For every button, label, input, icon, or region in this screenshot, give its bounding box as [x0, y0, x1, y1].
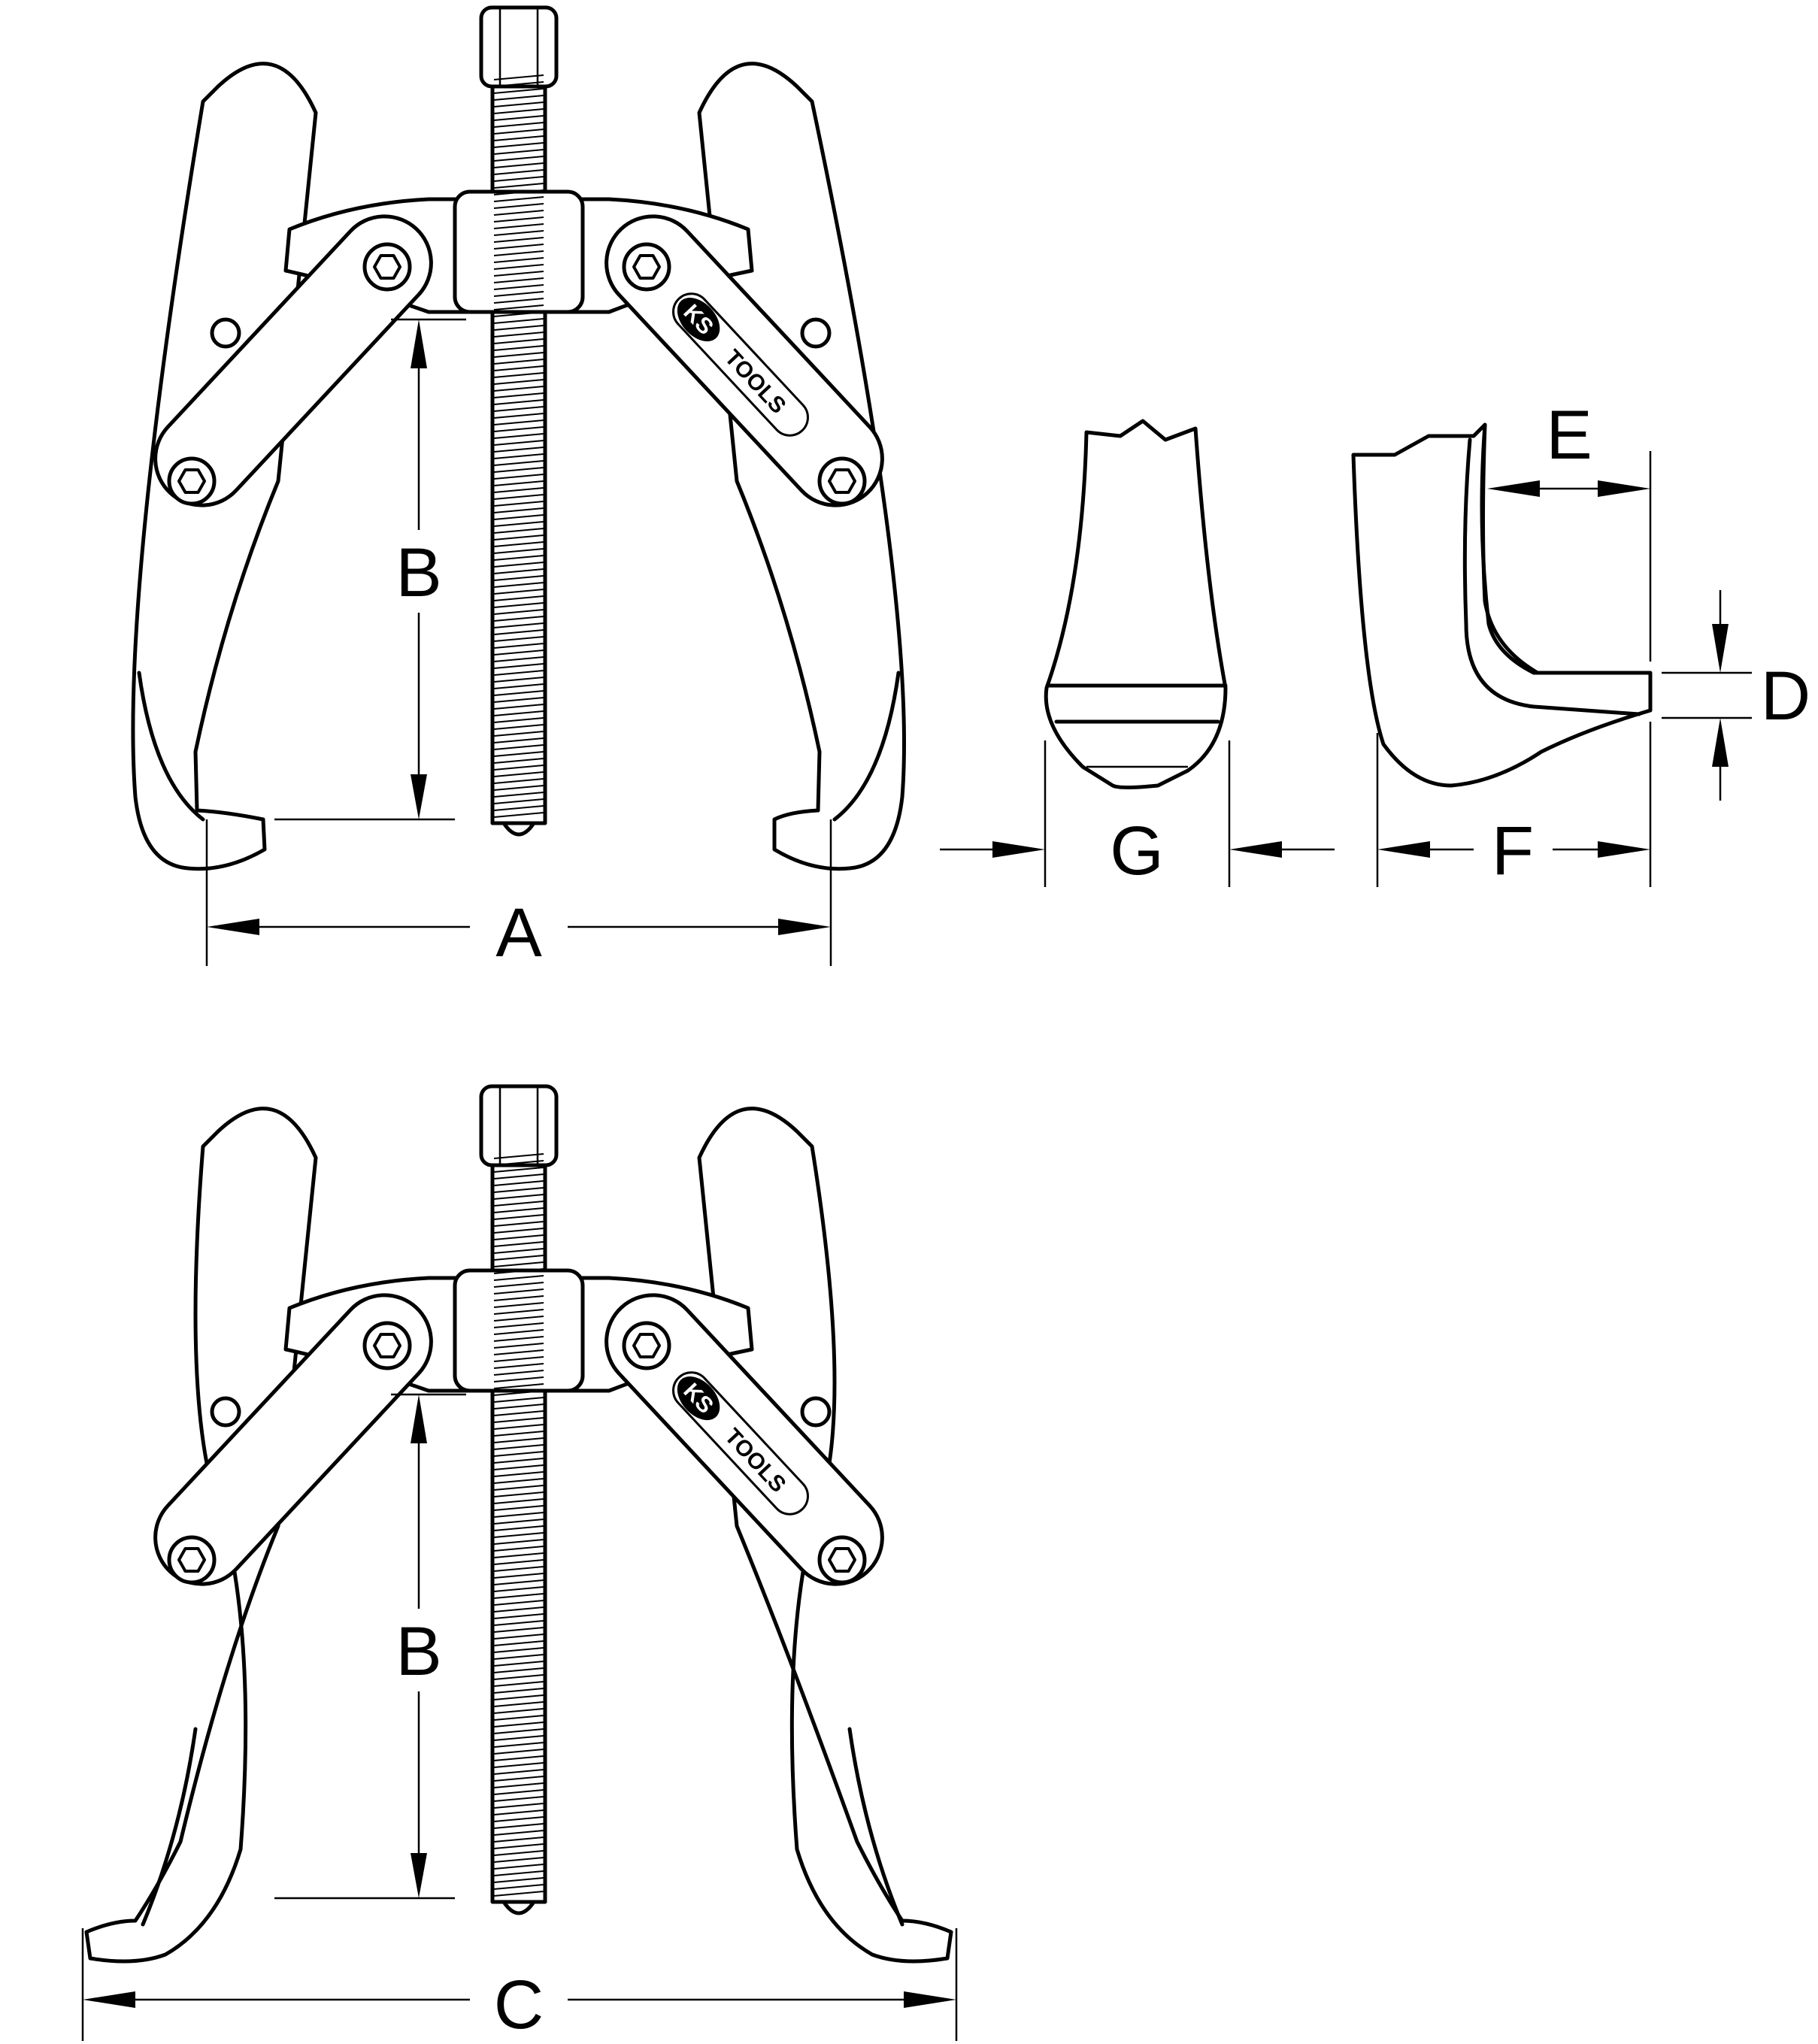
dimension-annotations: A B B C G: [81, 318, 1810, 2043]
jaw-front-detail: [1044, 419, 1228, 789]
dimension-label-d: D: [1761, 658, 1810, 734]
dimension-label-a: A: [495, 895, 542, 971]
dimension-label-c: C: [494, 1967, 544, 2043]
dimension-label-f: F: [1492, 813, 1534, 889]
dimension-label-b-top: B: [395, 534, 441, 611]
puller-reversed-view: KS TOOLS: [84, 1084, 953, 1964]
spindle-thread: [493, 1153, 544, 1897]
left-link-arm: [153, 214, 433, 507]
jaw-side-detail: [1351, 422, 1653, 788]
dimension-label-e: E: [1546, 397, 1592, 474]
hex-head: [479, 5, 559, 89]
spindle-thread: [493, 74, 544, 818]
hex-head-reversed: [479, 1084, 559, 1167]
dimension-label-b-bottom: B: [395, 1613, 441, 1690]
dimension-label-g: G: [1110, 813, 1164, 889]
puller-top-view: KS TOOLS: [131, 5, 906, 871]
left-link-arm-reversed: [153, 1293, 433, 1586]
